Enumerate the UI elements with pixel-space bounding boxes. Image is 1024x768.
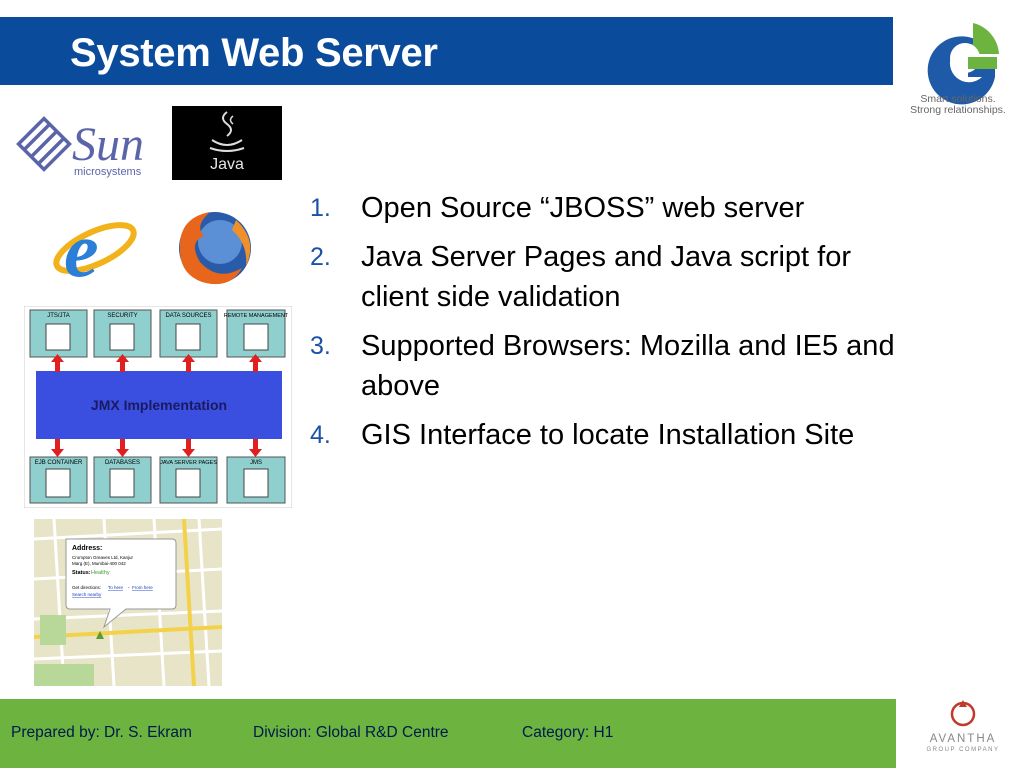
list-text: Java Server Pages and Java script for cl… [361,241,852,313]
jmx-bottom-boxes: EJB CONTAINER DATABASES JAVA SERVER PAGE… [29,456,286,504]
jmx-top-0: JTS/JTA [47,313,70,319]
page-title: System Web Server [70,31,438,75]
jmx-top-boxes: JTS/JTA SECURITY DATA SOURCES REMOTE MAN… [29,309,289,358]
list-item: 3. Supported Browsers: Mozilla and IE5 an… [306,326,896,406]
map-link-sep: - [128,585,130,590]
avantha-logo: AVANTHA GROUP COMPANY [908,697,1018,765]
list-text: Open Source “JBOSS” web server [361,192,805,224]
list-number: 3. [310,332,331,360]
list-item: 4. GIS Interface to locate Installation S… [306,415,896,455]
java-label: Java [210,156,244,173]
map-get-directions: Get directions: [72,585,101,590]
firefox-icon [179,212,251,285]
bullet-list: 1. Open Source “JBOSS” web server 2. Java … [306,188,896,464]
footer-prepared-by: Prepared by: Dr. S. Ekram [11,724,192,741]
java-logo: Java [172,106,282,180]
coffee-cup-icon [209,111,245,152]
map-address-line1: Crompton Greaves Ltd, Kanjur [72,555,134,560]
list-text: Supported Browsers: Mozilla and IE5 and … [361,330,895,402]
map-to-here[interactable]: To here [108,585,124,590]
jmx-diagram: JTS/JTA SECURITY DATA SOURCES REMOTE MAN… [23,305,293,509]
cg-logo [927,23,999,105]
map-address-line2: Marg (E), Mumbai-400 042 [72,561,126,566]
sun-text: Sun [72,118,144,171]
avantha-name: AVANTHA [929,733,997,745]
map-status-value: Healthy [91,570,110,576]
list-item: 2. Java Server Pages and Java script for … [306,237,896,317]
jmx-top-1: SECURITY [107,313,137,319]
footer-category: Category: H1 [522,724,614,741]
map-status-label: Status: [72,570,91,576]
jmx-bottom-3: JMS [250,460,262,466]
avantha-sub: GROUP COMPANY [926,747,1000,753]
list-text: GIS Interface to locate Installation Sit… [361,419,855,451]
sun-subtext: microsystems [74,166,142,178]
list-number: 2. [310,243,331,271]
internet-explorer-icon: e [53,206,137,286]
map-marker-icon [96,631,104,639]
sun-microsystems-logo: Sun microsystems [16,116,144,178]
logo-tagline: Smart solutions. Strong relationships. [910,93,1006,116]
map-search-nearby[interactable]: Search nearby [72,592,102,597]
jmx-top-3: REMOTE MANAGEMENT [224,313,289,319]
avantha-emblem-icon [950,700,976,727]
map-from-here[interactable]: From here [132,585,153,590]
list-number: 1. [310,194,331,222]
svg-text:e: e [64,206,99,286]
footer-bar: Prepared by: Dr. S. Ekram Division: Glob… [0,699,896,768]
title-bar: System Web Server [0,17,893,85]
footer-division: Division: Global R&D Centre [253,724,449,741]
jmx-bottom-1: DATABASES [105,460,140,466]
jmx-center-label: JMX Implementation [91,397,227,413]
gis-map: Address: Crompton Greaves Ltd, Kanjur Ma… [34,519,222,686]
jmx-bottom-0: EJB CONTAINER [35,460,83,466]
list-item: 1. Open Source “JBOSS” web server [306,188,896,228]
jmx-top-2: DATA SOURCES [165,313,211,319]
list-number: 4. [310,421,331,449]
map-address-label: Address: [72,545,102,552]
jmx-bottom-2: JAVA SERVER PAGES [160,460,217,466]
jmx-arrows [51,354,262,457]
